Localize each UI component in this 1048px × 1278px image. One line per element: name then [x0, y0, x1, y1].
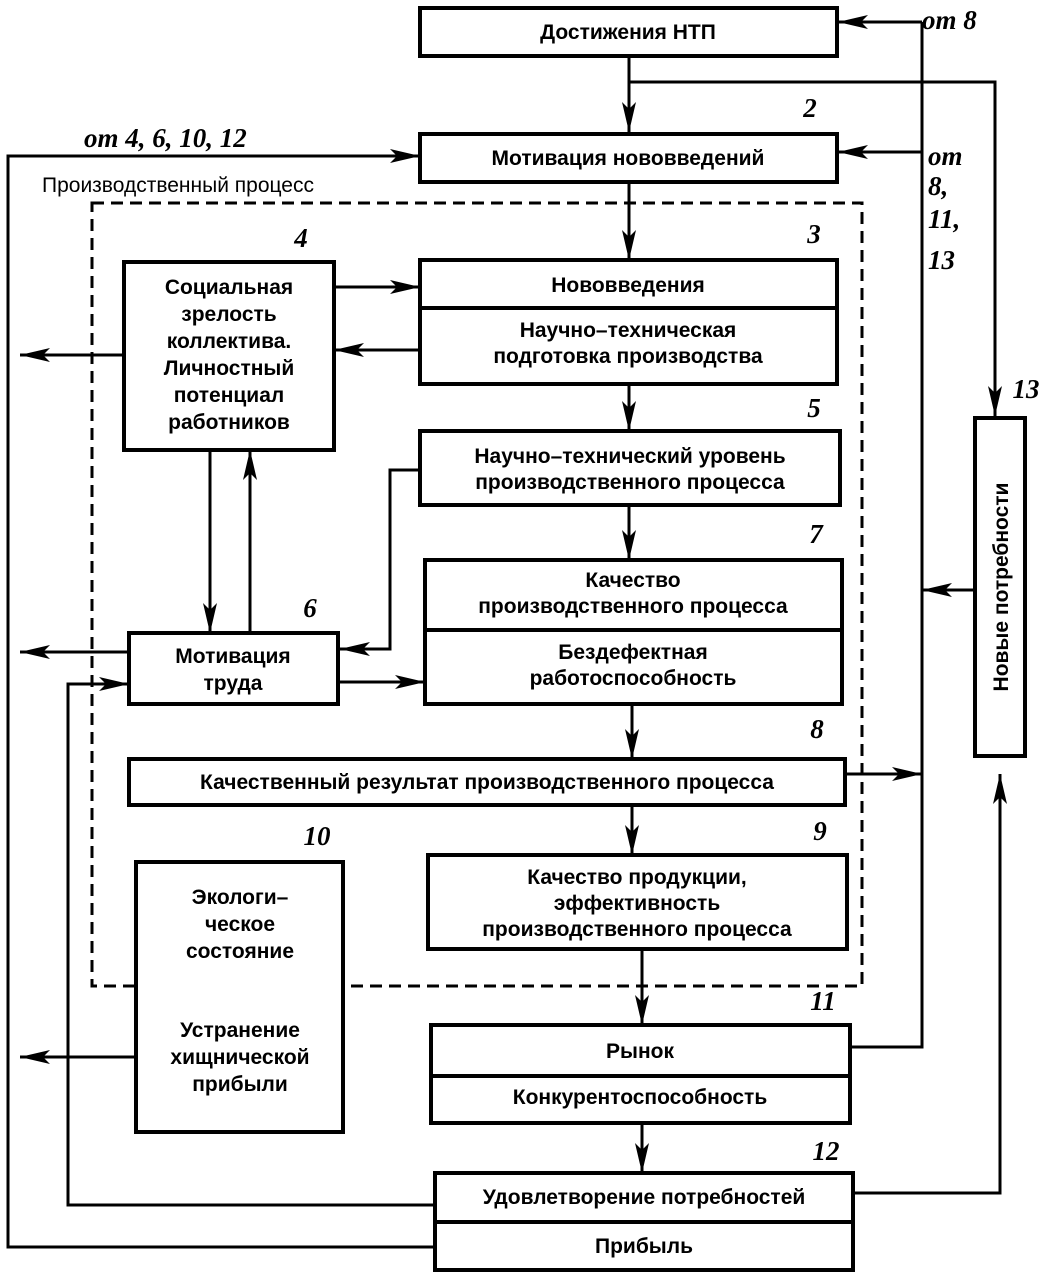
box-7-line-3: Бездефектная — [558, 641, 707, 664]
box-10-line-2: ческое — [205, 913, 275, 936]
box-1-label: Достижения НТП — [540, 21, 716, 44]
box-9-line-3: производственного процесса — [482, 918, 792, 941]
number-2: 2 — [802, 93, 817, 123]
number-11: 11 — [810, 986, 836, 1016]
number-6: 6 — [303, 593, 317, 623]
number-9: 9 — [813, 816, 827, 846]
box-8-quality-result: Качественный результат производственного… — [127, 757, 847, 807]
number-10: 10 — [304, 821, 332, 851]
box-10-line-1: Экологи– — [192, 886, 289, 909]
ref-from-line-2: 8, — [928, 171, 948, 201]
box-3-title: Нововведения — [551, 274, 705, 297]
ref-from-line-4: 13 — [928, 245, 955, 275]
ref-from-line-3: 11, — [928, 204, 960, 234]
box-9-product-quality: Качество продукции, эффективность произв… — [426, 853, 849, 951]
box-4-line-4: Личностный — [164, 357, 295, 380]
box-13-label: Новые потребности — [990, 483, 1013, 692]
block-numbers: 2 3 4 5 6 7 8 9 10 11 12 13 — [293, 93, 1039, 1166]
box-6-line-2: труда — [203, 672, 262, 695]
box-6-line-1: Мотивация — [175, 645, 290, 668]
box-4-line-6: работников — [168, 411, 290, 434]
box-7-process-quality: Качество производственного процесса Безд… — [423, 558, 844, 706]
production-process-region — [90, 201, 864, 988]
box-4-line-1: Социальная — [165, 276, 293, 299]
box-10-ecological-state: Экологи– ческое состояние Устранение хищ… — [134, 860, 345, 1134]
number-13: 13 — [1013, 374, 1040, 404]
box-4-line-5: потенциал — [174, 384, 284, 407]
box-10-line-3: состояние — [186, 940, 294, 963]
number-3: 3 — [806, 219, 821, 249]
box-4-social-maturity: Социальная зрелость коллектива. Личностн… — [122, 260, 336, 452]
box-2-label: Мотивация нововведений — [492, 147, 765, 170]
box-12-needs-satisfaction: Удовлетворение потребностей Прибыль — [433, 1171, 855, 1272]
ref-from-8: от 8 — [922, 5, 977, 35]
box-1-ntp-achievements: Достижения НТП — [418, 6, 839, 58]
region-label: Производственный процесс — [42, 174, 314, 197]
box-3-innovations: Нововведения Научно–техническая подготов… — [418, 258, 839, 386]
ref-from-8-11-13: от 8, 11, 13 — [928, 141, 963, 275]
ref-from-4-6-10-12: от 4, 6, 10, 12 — [84, 123, 247, 153]
box-13-new-needs: Новые потребности — [973, 416, 1027, 758]
number-8: 8 — [810, 714, 824, 744]
ref-from-line-1: от — [928, 141, 963, 171]
box-11-market: Рынок Конкурентоспособность — [429, 1023, 852, 1125]
box-4-line-2: зрелость — [181, 303, 277, 326]
box-5-technical-level: Научно–технический уровень производствен… — [418, 429, 842, 507]
box-9-line-2: эффективность — [554, 892, 721, 915]
number-7: 7 — [809, 519, 824, 549]
box-6-labor-motivation: Мотивация труда — [127, 631, 340, 706]
box-12-title: Удовлетворение потребностей — [483, 1186, 806, 1209]
box-11-title: Рынок — [606, 1040, 674, 1063]
number-5: 5 — [807, 393, 821, 423]
box-7-line-1: Качество — [585, 569, 680, 592]
box-4-line-3: коллектива. — [167, 330, 291, 353]
box-5-line-2: производственного процесса — [475, 471, 785, 494]
box-9-line-1: Качество продукции, — [527, 866, 747, 889]
box-3-line-2: подготовка производства — [493, 345, 763, 368]
box-10-line-6: прибыли — [192, 1073, 288, 1096]
box-10-line-5: хищнической — [170, 1046, 309, 1069]
box-2-innovation-motivation: Мотивация нововведений — [418, 132, 839, 184]
number-4: 4 — [293, 223, 308, 253]
number-12: 12 — [813, 1136, 840, 1166]
box-5-line-1: Научно–технический уровень — [474, 445, 785, 468]
connectors — [6, 14, 1007, 1249]
box-7-line-2: производственного процесса — [478, 595, 788, 618]
box-10-line-4: Устранение — [180, 1019, 300, 1042]
box-7-line-4: работоспособность — [530, 667, 737, 690]
box-3-line-1: Научно–техническая — [520, 319, 737, 342]
box-12-subtitle: Прибыль — [595, 1235, 693, 1258]
box-8-label: Качественный результат производственного… — [200, 771, 774, 794]
box-11-subtitle: Конкурентоспособность — [513, 1086, 768, 1109]
